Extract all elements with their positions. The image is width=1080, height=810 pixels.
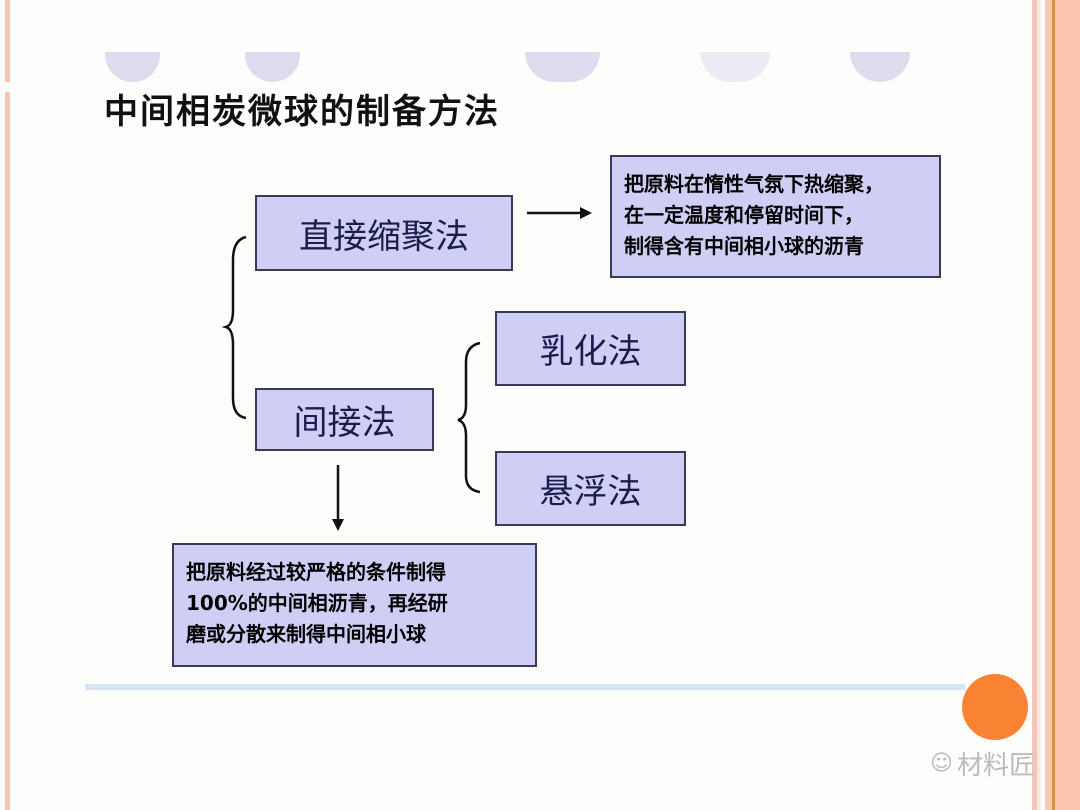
desc-line: 磨或分散来制得中间相小球 <box>186 622 426 646</box>
box-emulsion: 乳化法 <box>495 311 686 386</box>
box-indirect: 间接法 <box>255 388 434 451</box>
box-direct: 直接缩聚法 <box>255 195 513 271</box>
right-border <box>1032 0 1037 810</box>
brace-right <box>457 341 481 494</box>
page-title: 中间相炭微球的制备方法 <box>104 92 500 132</box>
desc-line: 把原料在惰性气氛下热缩聚， <box>624 172 884 196</box>
orange-circle-decor <box>962 674 1028 740</box>
box-suspension: 悬浮法 <box>495 451 686 526</box>
indirect-description: 把原料经过较严格的条件制得 100%的中间相沥青，再经研 磨或分散来制得中间相小… <box>172 543 537 667</box>
right-border-stripe <box>1055 0 1080 810</box>
watermark-text: 材料匠 <box>956 751 1035 781</box>
desc-line: 制得含有中间相小球的沥青 <box>624 234 864 258</box>
brace-left <box>221 235 247 420</box>
desc-line: 100%的中间相沥青，再经研 <box>186 591 448 615</box>
watermark: ☺ 材料匠 <box>930 745 1035 782</box>
arrow-down-head <box>332 519 344 531</box>
direct-description: 把原料在惰性气氛下热缩聚， 在一定温度和停留时间下， 制得含有中间相小球的沥青 <box>610 155 941 278</box>
desc-line: 把原料经过较严格的条件制得 <box>186 560 446 584</box>
connectors <box>221 207 592 531</box>
right-border-stripe <box>1052 0 1055 810</box>
divider-line <box>85 684 965 690</box>
right-border-stripe <box>1045 0 1052 810</box>
wechat-icon: ☺ <box>930 751 953 776</box>
decor-mask <box>0 82 1030 92</box>
left-border <box>5 0 10 810</box>
desc-line: 在一定温度和停留时间下， <box>624 203 864 227</box>
arrow-right-head <box>580 207 592 219</box>
right-border-stripe <box>1037 0 1041 810</box>
